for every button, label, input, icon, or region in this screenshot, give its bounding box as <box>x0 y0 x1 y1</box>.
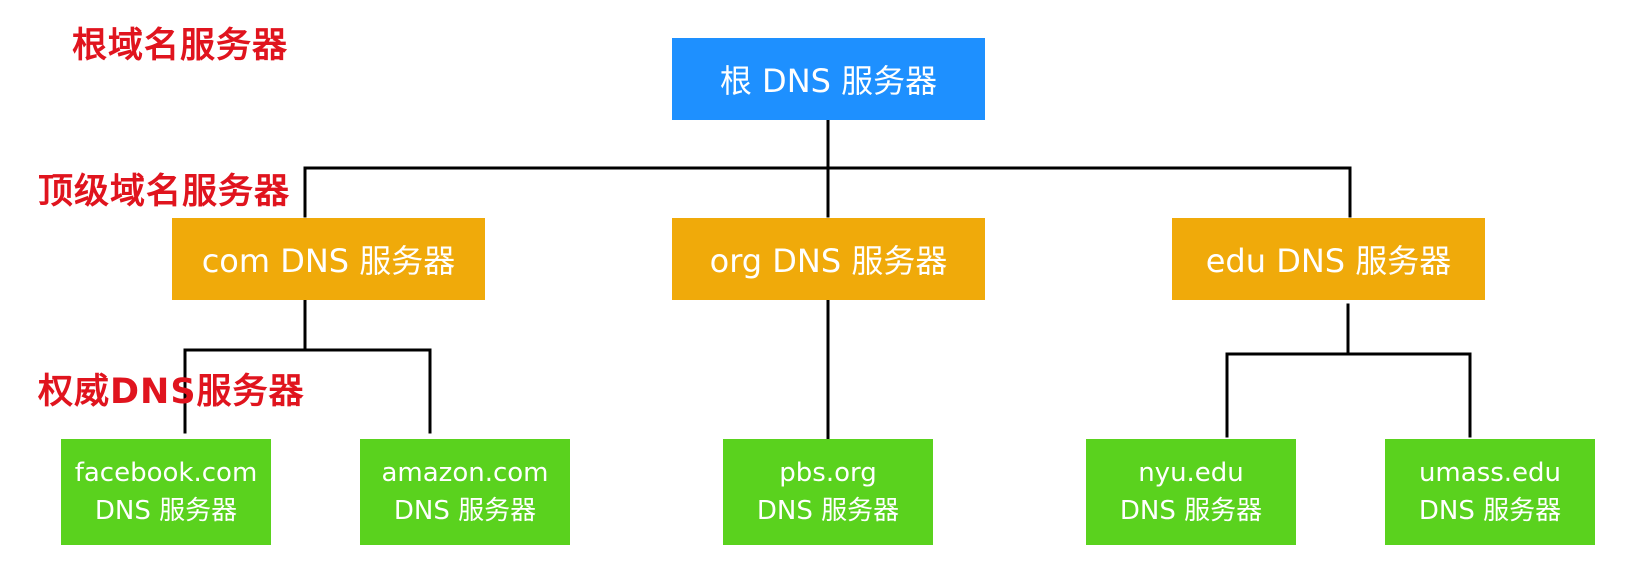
level-label-tld: 顶级域名服务器 <box>38 172 291 212</box>
auth-node-domain: umass.edu <box>1418 458 1562 488</box>
auth-node-facebook: facebook.com DNS 服务器 <box>61 439 271 545</box>
auth-node-nyu: nyu.edu DNS 服务器 <box>1086 439 1296 545</box>
tld-node-label: org DNS 服务器 <box>709 242 948 280</box>
tld-node-label: com DNS 服务器 <box>201 242 456 280</box>
auth-node-caption: DNS 服务器 <box>94 496 238 526</box>
auth-node-domain: amazon.com <box>381 458 549 488</box>
auth-node-amazon: amazon.com DNS 服务器 <box>360 439 570 545</box>
root-dns-server-label: 根 DNS 服务器 <box>719 62 938 100</box>
root-dns-server-node: 根 DNS 服务器 <box>672 38 985 120</box>
auth-node-domain: pbs.org <box>779 458 877 488</box>
tld-node-edu: edu DNS 服务器 <box>1172 218 1485 300</box>
level-label-auth: 权威DNS服务器 <box>38 372 305 412</box>
auth-node-umass: umass.edu DNS 服务器 <box>1385 439 1595 545</box>
tld-node-label: edu DNS 服务器 <box>1205 242 1452 280</box>
auth-node-domain: facebook.com <box>74 458 258 488</box>
auth-node-domain: nyu.edu <box>1138 458 1244 488</box>
auth-node-pbs: pbs.org DNS 服务器 <box>723 439 933 545</box>
auth-node-caption: DNS 服务器 <box>393 496 537 526</box>
auth-node-caption: DNS 服务器 <box>756 496 900 526</box>
level-label-root: 根域名服务器 <box>72 26 289 66</box>
tld-node-com: com DNS 服务器 <box>172 218 485 300</box>
auth-node-caption: DNS 服务器 <box>1119 496 1263 526</box>
auth-node-caption: DNS 服务器 <box>1418 496 1562 526</box>
tld-node-org: org DNS 服务器 <box>672 218 985 300</box>
